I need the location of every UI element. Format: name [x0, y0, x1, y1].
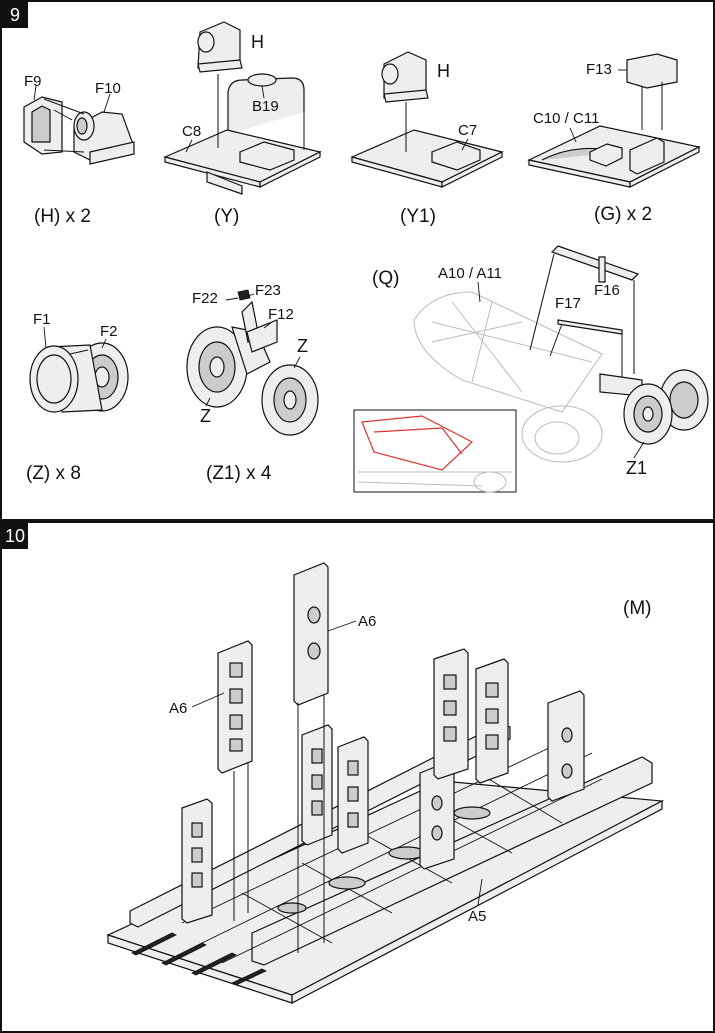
- caption-q: (Q): [372, 268, 399, 289]
- label-z-left: Z: [200, 406, 211, 426]
- label-c10-c11: C10 / C11: [533, 110, 599, 127]
- caption-z: (Z) x 8: [26, 463, 81, 484]
- step-9-diagram: F9 F10 (H) x 2 H B19 C8 (Y): [23, 21, 709, 493]
- step-10-panel: 10 (M): [0, 521, 715, 1033]
- label-f1: F1: [33, 311, 51, 328]
- subassembly-g: F13 C10 / C11 (G) x 2: [527, 53, 701, 225]
- caption-y: (Y): [214, 206, 239, 227]
- label-b19: B19: [252, 98, 279, 115]
- label-a5: A5: [468, 908, 486, 925]
- inset-detail-box: [353, 409, 517, 493]
- label-a6-left: A6: [169, 700, 187, 717]
- subassembly-z: F1 F2 (Z) x 8: [26, 311, 129, 484]
- label-f12: F12: [268, 306, 294, 323]
- step-number: 9: [2, 2, 28, 28]
- subassembly-h: F9 F10 (H) x 2: [23, 73, 135, 227]
- subassembly-z1: F22 F23 F12 Z Z (Z1) x 4: [186, 282, 319, 484]
- label-f23: F23: [255, 282, 281, 299]
- label-a10-a11: A10 / A11: [438, 265, 502, 282]
- label-f9: F9: [24, 73, 42, 90]
- label-c8: C8: [182, 123, 201, 140]
- label-a6-right: A6: [358, 613, 376, 630]
- label-f2: F2: [100, 323, 118, 340]
- label-f22: F22: [192, 290, 218, 307]
- label-f17: F17: [555, 295, 581, 312]
- subassembly-q: (Q) A10 / A11 F16 F17 Z1: [353, 245, 709, 493]
- subassembly-y: H B19 C8 (Y): [163, 21, 322, 227]
- caption-h: (H) x 2: [34, 206, 91, 227]
- caption-z1: (Z1) x 4: [206, 463, 272, 484]
- label-h-y1: H: [437, 61, 450, 81]
- label-f13: F13: [586, 61, 612, 78]
- upright-set: [181, 648, 585, 924]
- caption-g: (G) x 2: [594, 204, 652, 225]
- caption-y1: (Y1): [400, 206, 436, 227]
- label-z1: Z1: [626, 458, 647, 478]
- caption-m: (M): [623, 598, 651, 619]
- step-9-panel: 9 F9 F10 (H) x 2 H B19: [0, 0, 715, 521]
- part-a6-right: A6: [293, 562, 376, 953]
- part-a6-left: A6: [169, 640, 253, 921]
- label-z-right: Z: [297, 336, 308, 356]
- label-c7: C7: [458, 122, 477, 139]
- label-f10: F10: [95, 80, 121, 97]
- label-h: H: [251, 32, 264, 52]
- step-10-diagram: (M): [106, 562, 665, 1004]
- subassembly-y1: H C7 (Y1): [350, 51, 504, 227]
- label-f16: F16: [594, 282, 620, 299]
- step-number: 10: [2, 523, 28, 549]
